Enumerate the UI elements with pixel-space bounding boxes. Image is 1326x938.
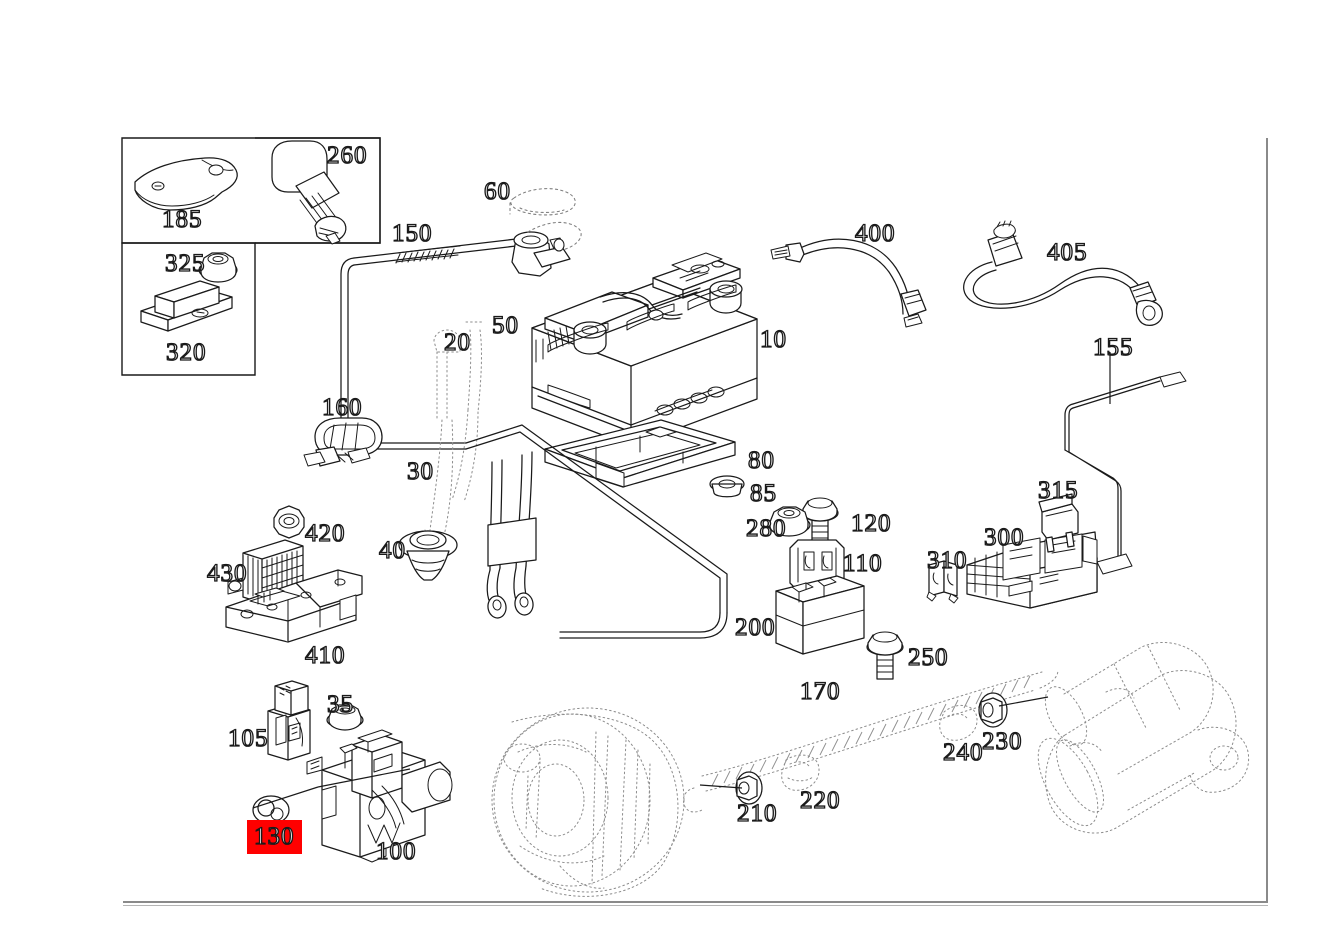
callout-40[interactable]: 40 <box>378 537 406 564</box>
callout-20[interactable]: 20 <box>443 329 471 356</box>
callout-405[interactable]: 405 <box>1046 239 1088 266</box>
part-400-ground-cable <box>770 238 927 328</box>
callout-60[interactable]: 60 <box>483 178 511 205</box>
part-85-tray-grommet <box>709 475 745 498</box>
part-320-relay-block-bracket <box>140 280 233 332</box>
callout-185[interactable]: 185 <box>161 206 203 233</box>
callout-410[interactable]: 410 <box>304 642 346 669</box>
part-405-battery-sensor-cable <box>963 220 1163 326</box>
callout-50[interactable]: 50 <box>491 312 519 339</box>
callout-105[interactable]: 105 <box>227 725 269 752</box>
part-310-retaining-clip <box>926 560 959 604</box>
callout-30[interactable]: 30 <box>406 458 434 485</box>
part-230-terminal-nut <box>978 692 1049 728</box>
callout-110[interactable]: 110 <box>842 550 883 577</box>
page-frame-bottom-rule-2 <box>123 905 1268 906</box>
part-210-terminal-nut <box>699 771 763 805</box>
callout-230[interactable]: 230 <box>981 728 1023 755</box>
callout-150[interactable]: 150 <box>391 220 433 247</box>
inset-box-frames <box>121 137 381 376</box>
component-alternator-phantom <box>491 707 685 897</box>
callout-10[interactable]: 10 <box>759 326 787 353</box>
callout-300[interactable]: 300 <box>983 524 1025 551</box>
callout-280[interactable]: 280 <box>745 515 787 542</box>
callout-80[interactable]: 80 <box>747 447 775 474</box>
part-130-grommet-highlighted <box>252 768 411 825</box>
component-starter-motor-phantom <box>1037 641 1250 834</box>
callout-260[interactable]: 260 <box>326 142 368 169</box>
callout-85[interactable]: 85 <box>749 480 777 507</box>
part-260-sensor-cable-clamp <box>271 140 347 245</box>
callout-250[interactable]: 250 <box>907 644 949 671</box>
callout-120[interactable]: 120 <box>850 510 892 537</box>
callout-315[interactable]: 315 <box>1037 477 1079 504</box>
callout-320[interactable]: 320 <box>165 339 207 366</box>
callout-325[interactable]: 325 <box>164 250 206 277</box>
part-410-relay-carrier <box>225 569 363 643</box>
part-420-hex-nut <box>273 505 305 539</box>
part-40-rubber-grommet <box>398 530 458 581</box>
page-frame-right-rule <box>1266 138 1268 903</box>
part-160-cable-clip <box>303 417 383 467</box>
callout-430[interactable]: 430 <box>206 560 248 587</box>
callout-420[interactable]: 420 <box>304 520 346 547</box>
part-105-terminal-block <box>267 680 311 761</box>
part-100-battery-terminal-block <box>306 729 453 863</box>
part-10-battery <box>531 252 758 447</box>
cable-braid-sleeve <box>395 245 461 264</box>
part-430-relay-module <box>227 539 304 604</box>
callout-130: 130 <box>253 823 295 850</box>
part-250-hex-flange-bolt <box>866 631 904 680</box>
callout-160[interactable]: 160 <box>321 394 363 421</box>
part-185-bracket-plate <box>134 157 238 211</box>
callout-400[interactable]: 400 <box>854 220 896 247</box>
page-frame-bottom-rule <box>123 901 1268 903</box>
callout-210[interactable]: 210 <box>736 800 778 827</box>
part-200-fuse-and-relay-box <box>775 575 865 655</box>
part-325-flange-nut <box>198 252 238 283</box>
callout-170[interactable]: 170 <box>799 678 841 705</box>
main-battery-harness <box>465 424 728 639</box>
part-60-terminal-cover-phantom <box>509 188 582 251</box>
callout-100[interactable]: 100 <box>375 838 417 865</box>
callout-310[interactable]: 310 <box>926 547 968 574</box>
callout-200[interactable]: 200 <box>734 614 776 641</box>
part-240-cable-lug <box>939 705 978 741</box>
callout-130-highlight[interactable]: 130 <box>247 820 302 854</box>
part-315-blade-fuse <box>1038 493 1079 553</box>
callout-240[interactable]: 240 <box>942 739 984 766</box>
part-20-30-50-vent-hose <box>424 321 484 551</box>
part-280-hex-flange-nut <box>767 506 811 537</box>
part-80-battery-tray <box>544 419 736 488</box>
callout-220[interactable]: 220 <box>799 787 841 814</box>
callout-35[interactable]: 35 <box>326 691 354 718</box>
callout-155[interactable]: 155 <box>1092 334 1134 361</box>
part-35-flange-nut <box>326 704 364 731</box>
part-155-ground-strap <box>1064 352 1187 575</box>
part-220-insulating-cap <box>781 754 820 791</box>
